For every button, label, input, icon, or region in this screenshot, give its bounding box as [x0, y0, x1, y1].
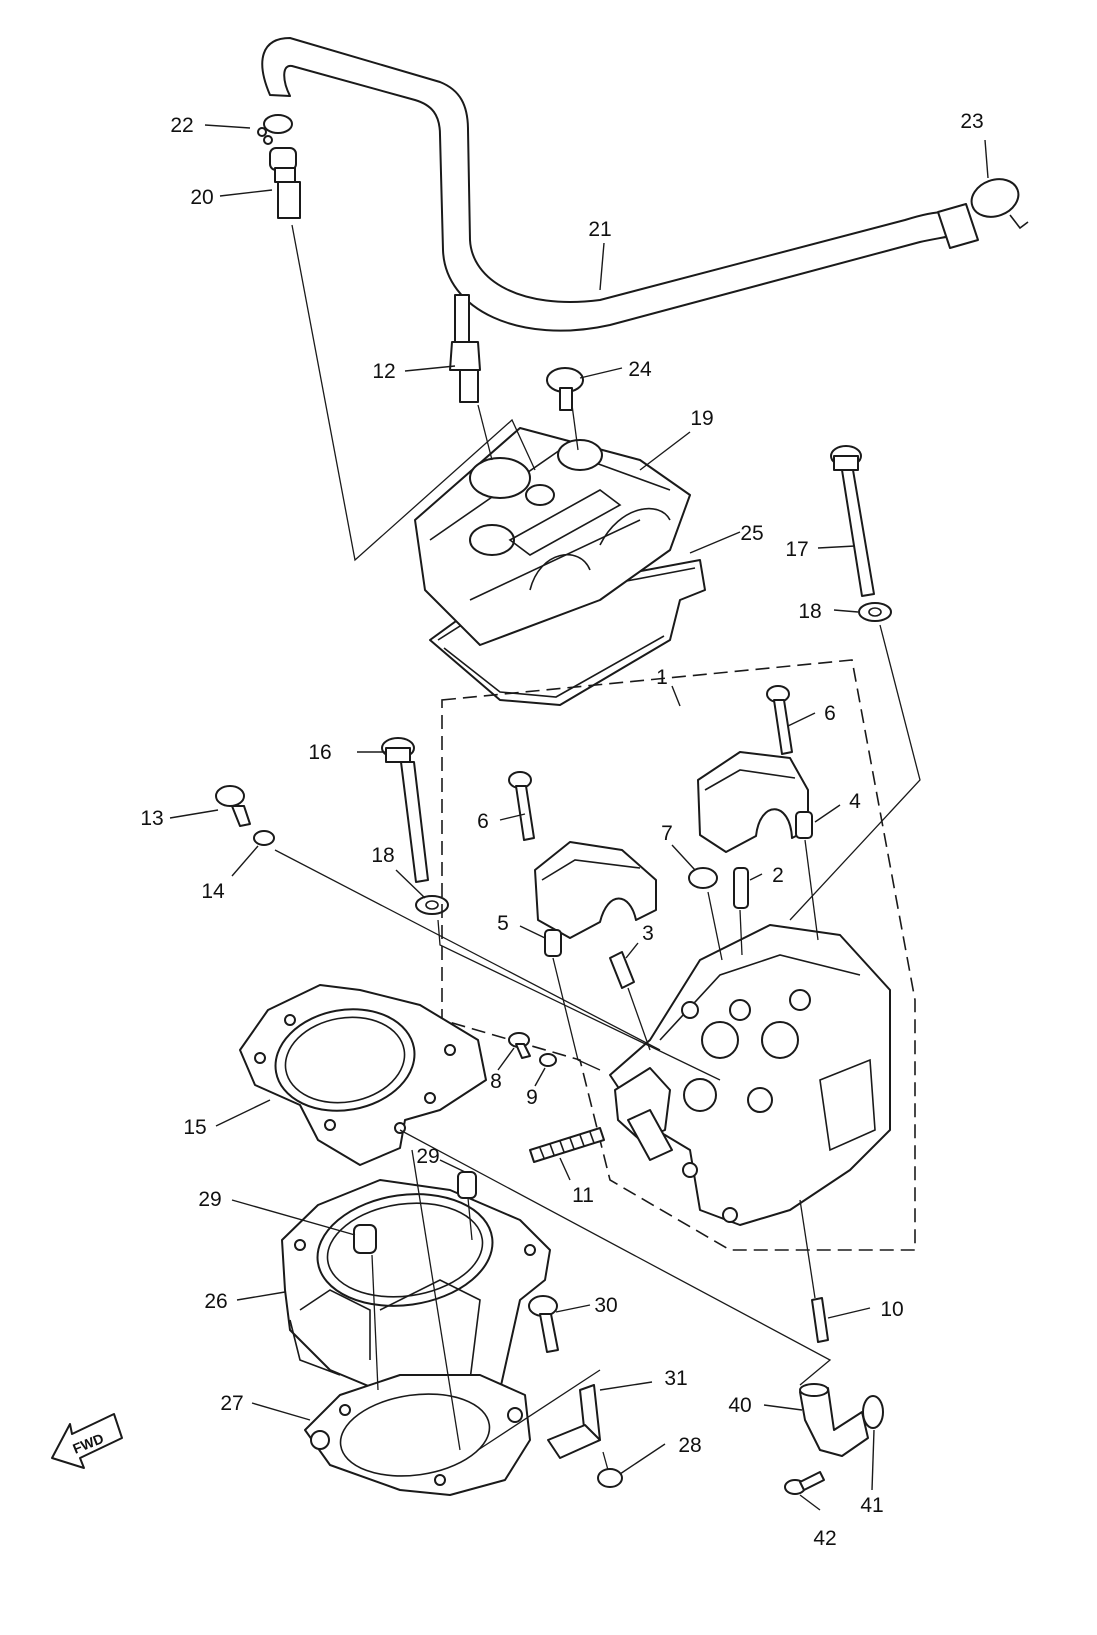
head-bolt-16: [381, 737, 429, 883]
callout-23: 23: [960, 110, 983, 133]
head-bolt-17: [830, 445, 875, 597]
camshaft-cap-left: [534, 841, 657, 939]
washer-14: [253, 830, 275, 846]
nut-7: [688, 867, 718, 889]
callout-7: 7: [661, 822, 673, 845]
callout-22: 22: [170, 114, 193, 137]
callout-10: 10: [880, 1298, 903, 1321]
callout-25: 25: [740, 522, 763, 545]
stud-10: [811, 1297, 829, 1343]
callout-21: 21: [588, 218, 611, 241]
bolt-13: [215, 785, 251, 827]
camshaft-cap-right: [697, 751, 809, 853]
dowel-pin-29-right: [457, 1171, 477, 1199]
callout-20: 20: [190, 186, 213, 209]
callout-9: 9: [526, 1086, 538, 1109]
callout-17: 17: [785, 538, 808, 561]
callout-1: 1: [656, 666, 668, 689]
callout-28: 28: [678, 1434, 701, 1457]
cylinder-base-gasket-27: [304, 1374, 531, 1496]
forward-direction-arrow-icon: FWD: [51, 1413, 123, 1469]
callout-19: 19: [690, 407, 713, 430]
cylinder-head-cover-19: [414, 427, 691, 646]
callout-24: 24: [628, 358, 652, 381]
callout-26: 26: [204, 1290, 227, 1313]
leader-lines: [169, 124, 989, 1511]
washer-18-lower: [415, 895, 449, 915]
cylinder-head: [609, 924, 891, 1226]
callout-8: 8: [490, 1070, 502, 1093]
cylinder-26: [281, 1179, 551, 1411]
callout-12: 12: [372, 360, 395, 383]
assembly-outline-1: [441, 659, 916, 1251]
callout-4: 4: [849, 790, 861, 813]
spring-11: [529, 1127, 605, 1163]
callout-27: 27: [220, 1392, 243, 1415]
cap-bolt-6-lower: [508, 771, 535, 841]
breather-hose: [261, 37, 979, 332]
dowel-pin-5: [544, 929, 562, 957]
cap-bolt-6-upper: [766, 685, 793, 755]
cylinder-head-gasket-15: [239, 984, 487, 1166]
washer-9: [539, 1053, 557, 1067]
bolt-8: [508, 1032, 531, 1059]
callout-40: 40: [728, 1394, 751, 1417]
stud-bolt-3: [609, 951, 635, 989]
water-elbow-40: [799, 1383, 869, 1457]
callout-15: 15: [183, 1116, 206, 1139]
assembly-lines: [274, 224, 921, 1471]
callout-16: 16: [308, 741, 331, 764]
callout-5: 5: [497, 912, 509, 935]
stud-2: [733, 867, 749, 909]
cap-bolt-24: [546, 367, 584, 411]
callout-3: 3: [642, 922, 654, 945]
dowel-pin-4: [795, 811, 813, 839]
callout-41: 41: [860, 1494, 883, 1517]
hose-clamp-23: [970, 178, 1029, 230]
nut-28: [597, 1468, 623, 1488]
spark-plug-12: [449, 294, 481, 403]
callout-11: 11: [572, 1184, 594, 1207]
callout-18-lower: 18: [371, 844, 394, 867]
hose-fitting-20: [269, 147, 301, 219]
dowel-pin-29-left: [353, 1224, 377, 1254]
callout-13: 13: [140, 807, 163, 830]
callout-2: 2: [772, 864, 784, 887]
callout-6-upper: 6: [824, 702, 836, 725]
callout-29-upper: 29: [416, 1145, 439, 1168]
bolt-30: [528, 1295, 559, 1353]
callout-31: 31: [664, 1367, 687, 1390]
callout-6-lower: 6: [477, 810, 489, 833]
callout-18-upper: 18: [798, 600, 821, 623]
bolt-42: [784, 1471, 825, 1495]
callout-42: 42: [813, 1527, 836, 1550]
clip-22: [257, 114, 293, 145]
washer-18-upper: [858, 602, 892, 622]
bracket-31: [547, 1384, 601, 1459]
callout-29-lower: 29: [198, 1188, 221, 1211]
callout-labels: 1 2 3 4 5 6 6 7 8 9 10 11 12 13 14 15 16…: [140, 110, 983, 1550]
callout-14: 14: [201, 880, 225, 903]
callout-30: 30: [594, 1294, 617, 1317]
o-ring-41: [862, 1395, 884, 1429]
